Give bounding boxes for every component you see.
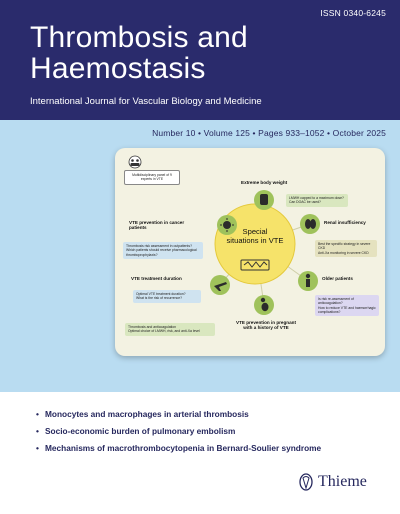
topic-notes-duration: Optimal VTE treatment duration? What is … [133, 290, 201, 303]
topic-note: What is the risk of recurrence? [136, 296, 182, 301]
thieme-logo-icon [299, 473, 313, 491]
clot-icon [240, 259, 270, 271]
topic-note: Optimal choice of LMWH, risk, and anti-X… [128, 329, 200, 334]
topic-notes-older: Is risk re-assessment of anticoagulation… [315, 295, 379, 317]
topic-label-cancer: VTE prevention in cancer patients [129, 220, 185, 231]
article-item: Socio-economic burden of pulmonary embol… [36, 426, 321, 436]
topic-label-renal: Renal insufficiency [324, 220, 366, 225]
topic-note: Which patients should receive pharmacolo… [126, 248, 197, 257]
journal-title-line-1: Thrombosis and [30, 21, 248, 54]
publisher-name: Thieme [318, 473, 367, 490]
hub-title-line-1: Special [242, 227, 268, 236]
journal-title-line-2: Haemostasis [30, 52, 206, 85]
topic-note: How to reduce VTE and haemorrhagic compl… [318, 305, 376, 314]
hub-title-line-2: situations in VTE [226, 235, 284, 245]
topic-label-pregnancy: VTE prevention in pregnant with a histor… [236, 320, 296, 331]
topic-label-body-weight: Extreme body weight [241, 180, 288, 185]
topic-note: Can DOAC be used? [289, 200, 321, 205]
article-item: Mechanisms of macrothrombocytopenia in B… [36, 443, 321, 453]
topic-notes-cancer: Thrombosis risk assessment in outpatient… [123, 242, 203, 259]
article-item: Monocytes and macrophages in arterial th… [36, 409, 321, 419]
topic-label-duration: VTE treatment duration [131, 276, 182, 281]
article-list: Monocytes and macrophages in arterial th… [36, 409, 321, 460]
topic-note: Is risk re-assessment of anticoagulation… [318, 297, 354, 306]
cover-figure: Multidisciplinary panel of 9 experts in … [115, 148, 385, 356]
topic-notes-body-weight: LMWH capped to a maximum dose? Can DOAC … [286, 194, 348, 207]
topic-note: Thrombosis risk assessment in outpatient… [126, 244, 192, 248]
panel-icon [128, 155, 142, 169]
journal-title: Thrombosis and Haemostasis [30, 22, 248, 84]
hub-title: Special situations in VTE [223, 227, 287, 245]
topic-note: LMWH capped to a maximum dose? [289, 196, 344, 200]
journal-subtitle: International Journal for Vascular Biolo… [30, 96, 262, 107]
figure-graphics [128, 155, 320, 315]
issn-label: ISSN 0340-6245 [320, 8, 386, 18]
topic-notes-renal: Best the specific strategy in severe CKD… [315, 240, 377, 257]
issue-info: Number 10 • Volume 125 • Pages 933–1052 … [152, 128, 386, 138]
publisher-brand: Thieme [297, 472, 367, 492]
topic-note: Anti-Xa monitoring in severe CKD [318, 250, 369, 255]
topic-note: Best the specific strategy in severe CKD [318, 242, 371, 251]
topic-label-older: Older patients [322, 276, 353, 281]
topic-note: Optimal VTE treatment duration? [136, 292, 186, 296]
journal-header: ISSN 0340-6245 Thrombosis and Haemostasi… [0, 0, 400, 120]
topic-note: Thrombosis and anticoagulation [128, 325, 177, 329]
topic-notes-pregnancy: Thrombosis and anticoagulation Optimal c… [125, 323, 215, 336]
panel-label: Multidisciplinary panel of 9 experts in … [124, 170, 180, 185]
